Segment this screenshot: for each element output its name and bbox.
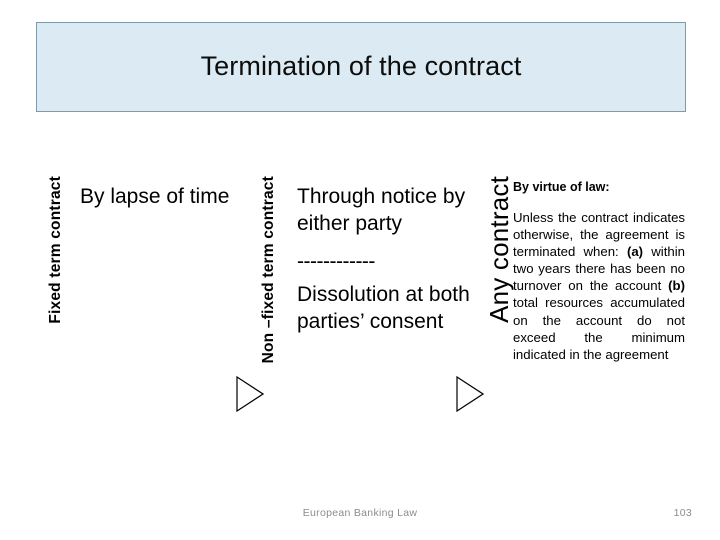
any-contract-marker-a: (a) — [626, 243, 644, 259]
content-divider: ------------ — [297, 249, 375, 273]
column-any-contract-content: By virtue of law: Unless the contract in… — [513, 180, 685, 363]
slide-title-box: Termination of the contract — [36, 22, 686, 112]
non-fixed-term-dissolution-text: Dissolution at both parties’ consent — [297, 282, 470, 334]
flow-arrow-right-icon-1 — [236, 376, 264, 412]
column-fixed-term-content: By lapse of time — [80, 185, 230, 208]
any-contract-marker-b: (b) — [668, 278, 685, 294]
page-title: Termination of the contract — [200, 51, 522, 82]
any-contract-body-part-2: within two years there has been no turno… — [513, 243, 685, 294]
category-label-non-fixed-term-contract: Non –fixed term contract — [260, 176, 277, 364]
flow-arrow-right-icon-2 — [456, 376, 484, 412]
category-label-fixed-term-contract: Fixed term contract — [47, 176, 64, 324]
any-contract-heading: By virtue of law: — [513, 180, 610, 194]
non-fixed-term-notice-text: Through notice by either party — [297, 185, 466, 236]
any-contract-body-part-1: Unless the contract indicates otherwise,… — [513, 209, 685, 259]
category-label-any-contract: Any contract — [484, 176, 514, 323]
footer-page-number: 103 — [673, 507, 692, 519]
any-contract-body-part-3: total resources accumulated on the accou… — [513, 295, 685, 362]
footer-source-text: European Banking Law — [302, 507, 418, 519]
column-non-fixed-term-content: Through notice by either party ---------… — [297, 183, 477, 335]
any-contract-body: Unless the contract indicates otherwise,… — [513, 209, 685, 363]
